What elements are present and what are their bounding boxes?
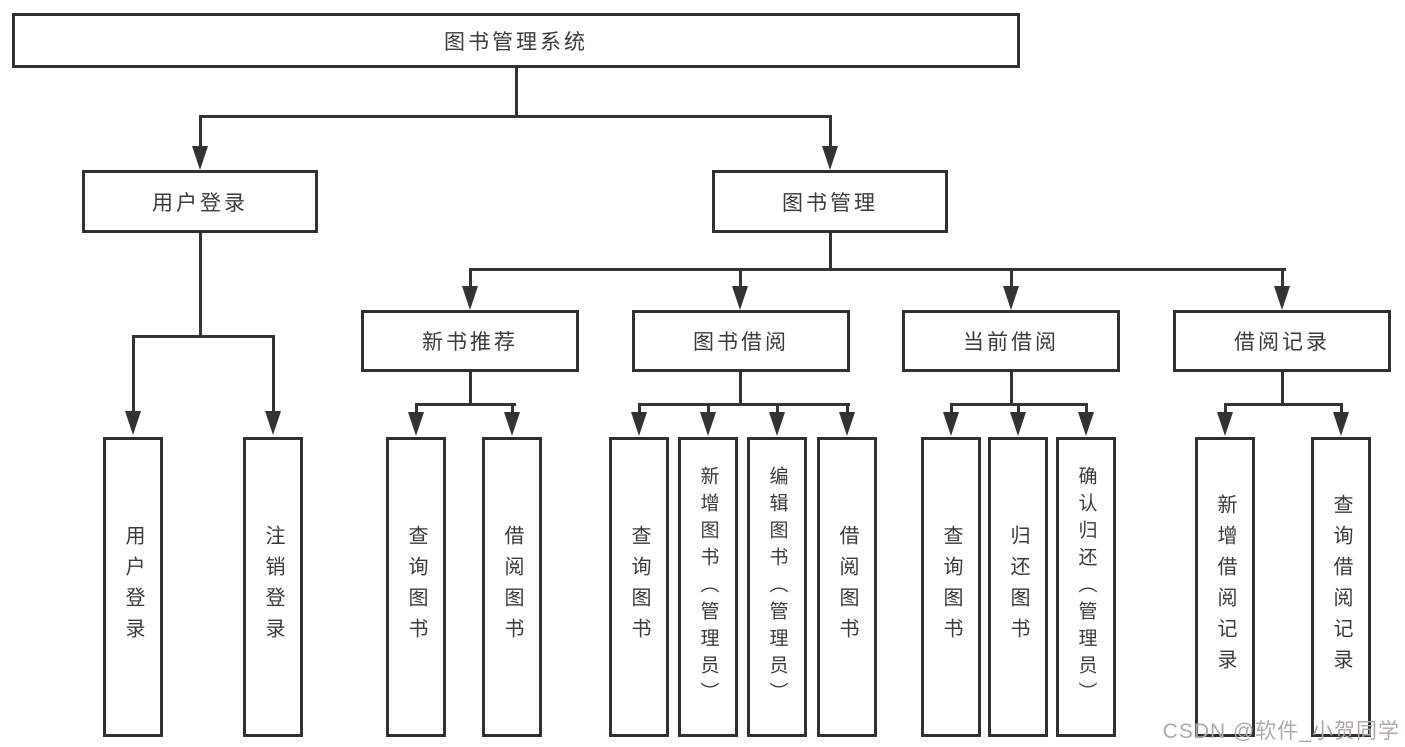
- watermark: CSDN @软件_小贺同学: [1162, 720, 1400, 743]
- connector-line: [1224, 403, 1227, 414]
- connector-line: [1340, 403, 1343, 414]
- arrow-down-icon: [192, 146, 208, 170]
- connector-line: [132, 335, 275, 338]
- arrow-down-icon: [408, 412, 424, 436]
- connector-line: [511, 403, 514, 414]
- node-borrow-record: 借阅记录: [1173, 310, 1391, 372]
- connector-line: [469, 370, 472, 406]
- connector-line: [776, 403, 779, 414]
- node-book-management-system: 图书管理系统: [12, 13, 1020, 68]
- connector-line: [199, 232, 202, 337]
- connector-line: [1085, 403, 1088, 414]
- arrow-down-icon: [1333, 412, 1349, 436]
- connector-line: [272, 335, 275, 413]
- connector-line: [707, 403, 710, 414]
- connector-line: [739, 370, 742, 406]
- leaf-user-login: 用户登录: [103, 437, 163, 737]
- leaf-query-book-recommend: 查询图书: [386, 437, 446, 737]
- arrow-down-icon: [504, 412, 520, 436]
- connector-line: [199, 115, 202, 148]
- connector-line: [515, 66, 518, 117]
- leaf-query-book-borrow: 查询图书: [609, 437, 669, 737]
- connector-line: [950, 403, 953, 414]
- arrow-down-icon: [631, 412, 647, 436]
- leaf-borrow-book: 借阅图书: [817, 437, 877, 737]
- leaf-confirm-return-admin: 确认归还（管理员）: [1056, 437, 1116, 737]
- arrow-down-icon: [732, 286, 748, 310]
- connector-line: [846, 403, 849, 414]
- arrow-down-icon: [1274, 286, 1290, 310]
- connector-line: [1281, 268, 1284, 288]
- connector-line: [415, 403, 418, 414]
- connector-line: [638, 403, 641, 414]
- connector-line: [199, 115, 832, 118]
- arrow-down-icon: [839, 412, 855, 436]
- node-current-borrow: 当前借阅: [902, 310, 1120, 372]
- connector-line: [1224, 403, 1343, 406]
- arrow-down-icon: [700, 412, 716, 436]
- connector-line: [638, 403, 850, 406]
- connector-line: [469, 268, 472, 288]
- connector-line: [415, 403, 516, 406]
- arrow-down-icon: [943, 412, 959, 436]
- leaf-add-borrow-record: 新增借阅记录: [1195, 437, 1255, 737]
- leaf-borrow-book-recommend: 借阅图书: [482, 437, 542, 737]
- arrow-down-icon: [1003, 286, 1019, 310]
- leaf-edit-book-admin: 编辑图书（管理员）: [747, 437, 807, 737]
- arrow-down-icon: [1010, 412, 1026, 436]
- connector-line: [1017, 403, 1020, 414]
- arrow-down-icon: [1078, 412, 1094, 436]
- leaf-logout-login: 注销登录: [243, 437, 303, 737]
- connector-line: [1010, 370, 1013, 406]
- node-user-login: 用户登录: [82, 170, 318, 233]
- connector-line: [829, 232, 832, 270]
- arrow-down-icon: [1217, 412, 1233, 436]
- arrow-down-icon: [125, 411, 141, 435]
- connector-line: [469, 268, 1286, 271]
- connector-line: [829, 115, 832, 148]
- arrow-down-icon: [265, 411, 281, 435]
- arrow-down-icon: [822, 146, 838, 170]
- connector-line: [1281, 370, 1284, 406]
- arrow-down-icon: [462, 286, 478, 310]
- leaf-query-borrow-record: 查询借阅记录: [1311, 437, 1371, 737]
- node-book-management: 图书管理: [712, 170, 948, 233]
- connector-line: [1010, 268, 1013, 288]
- connector-line: [739, 268, 742, 288]
- arrow-down-icon: [769, 412, 785, 436]
- node-book-borrow: 图书借阅: [632, 310, 850, 372]
- leaf-return-book: 归还图书: [988, 437, 1048, 737]
- leaf-add-book-admin: 新增图书（管理员）: [678, 437, 738, 737]
- connector-line: [132, 335, 135, 413]
- leaf-query-book-current: 查询图书: [921, 437, 981, 737]
- node-new-book-recommend: 新书推荐: [361, 310, 579, 372]
